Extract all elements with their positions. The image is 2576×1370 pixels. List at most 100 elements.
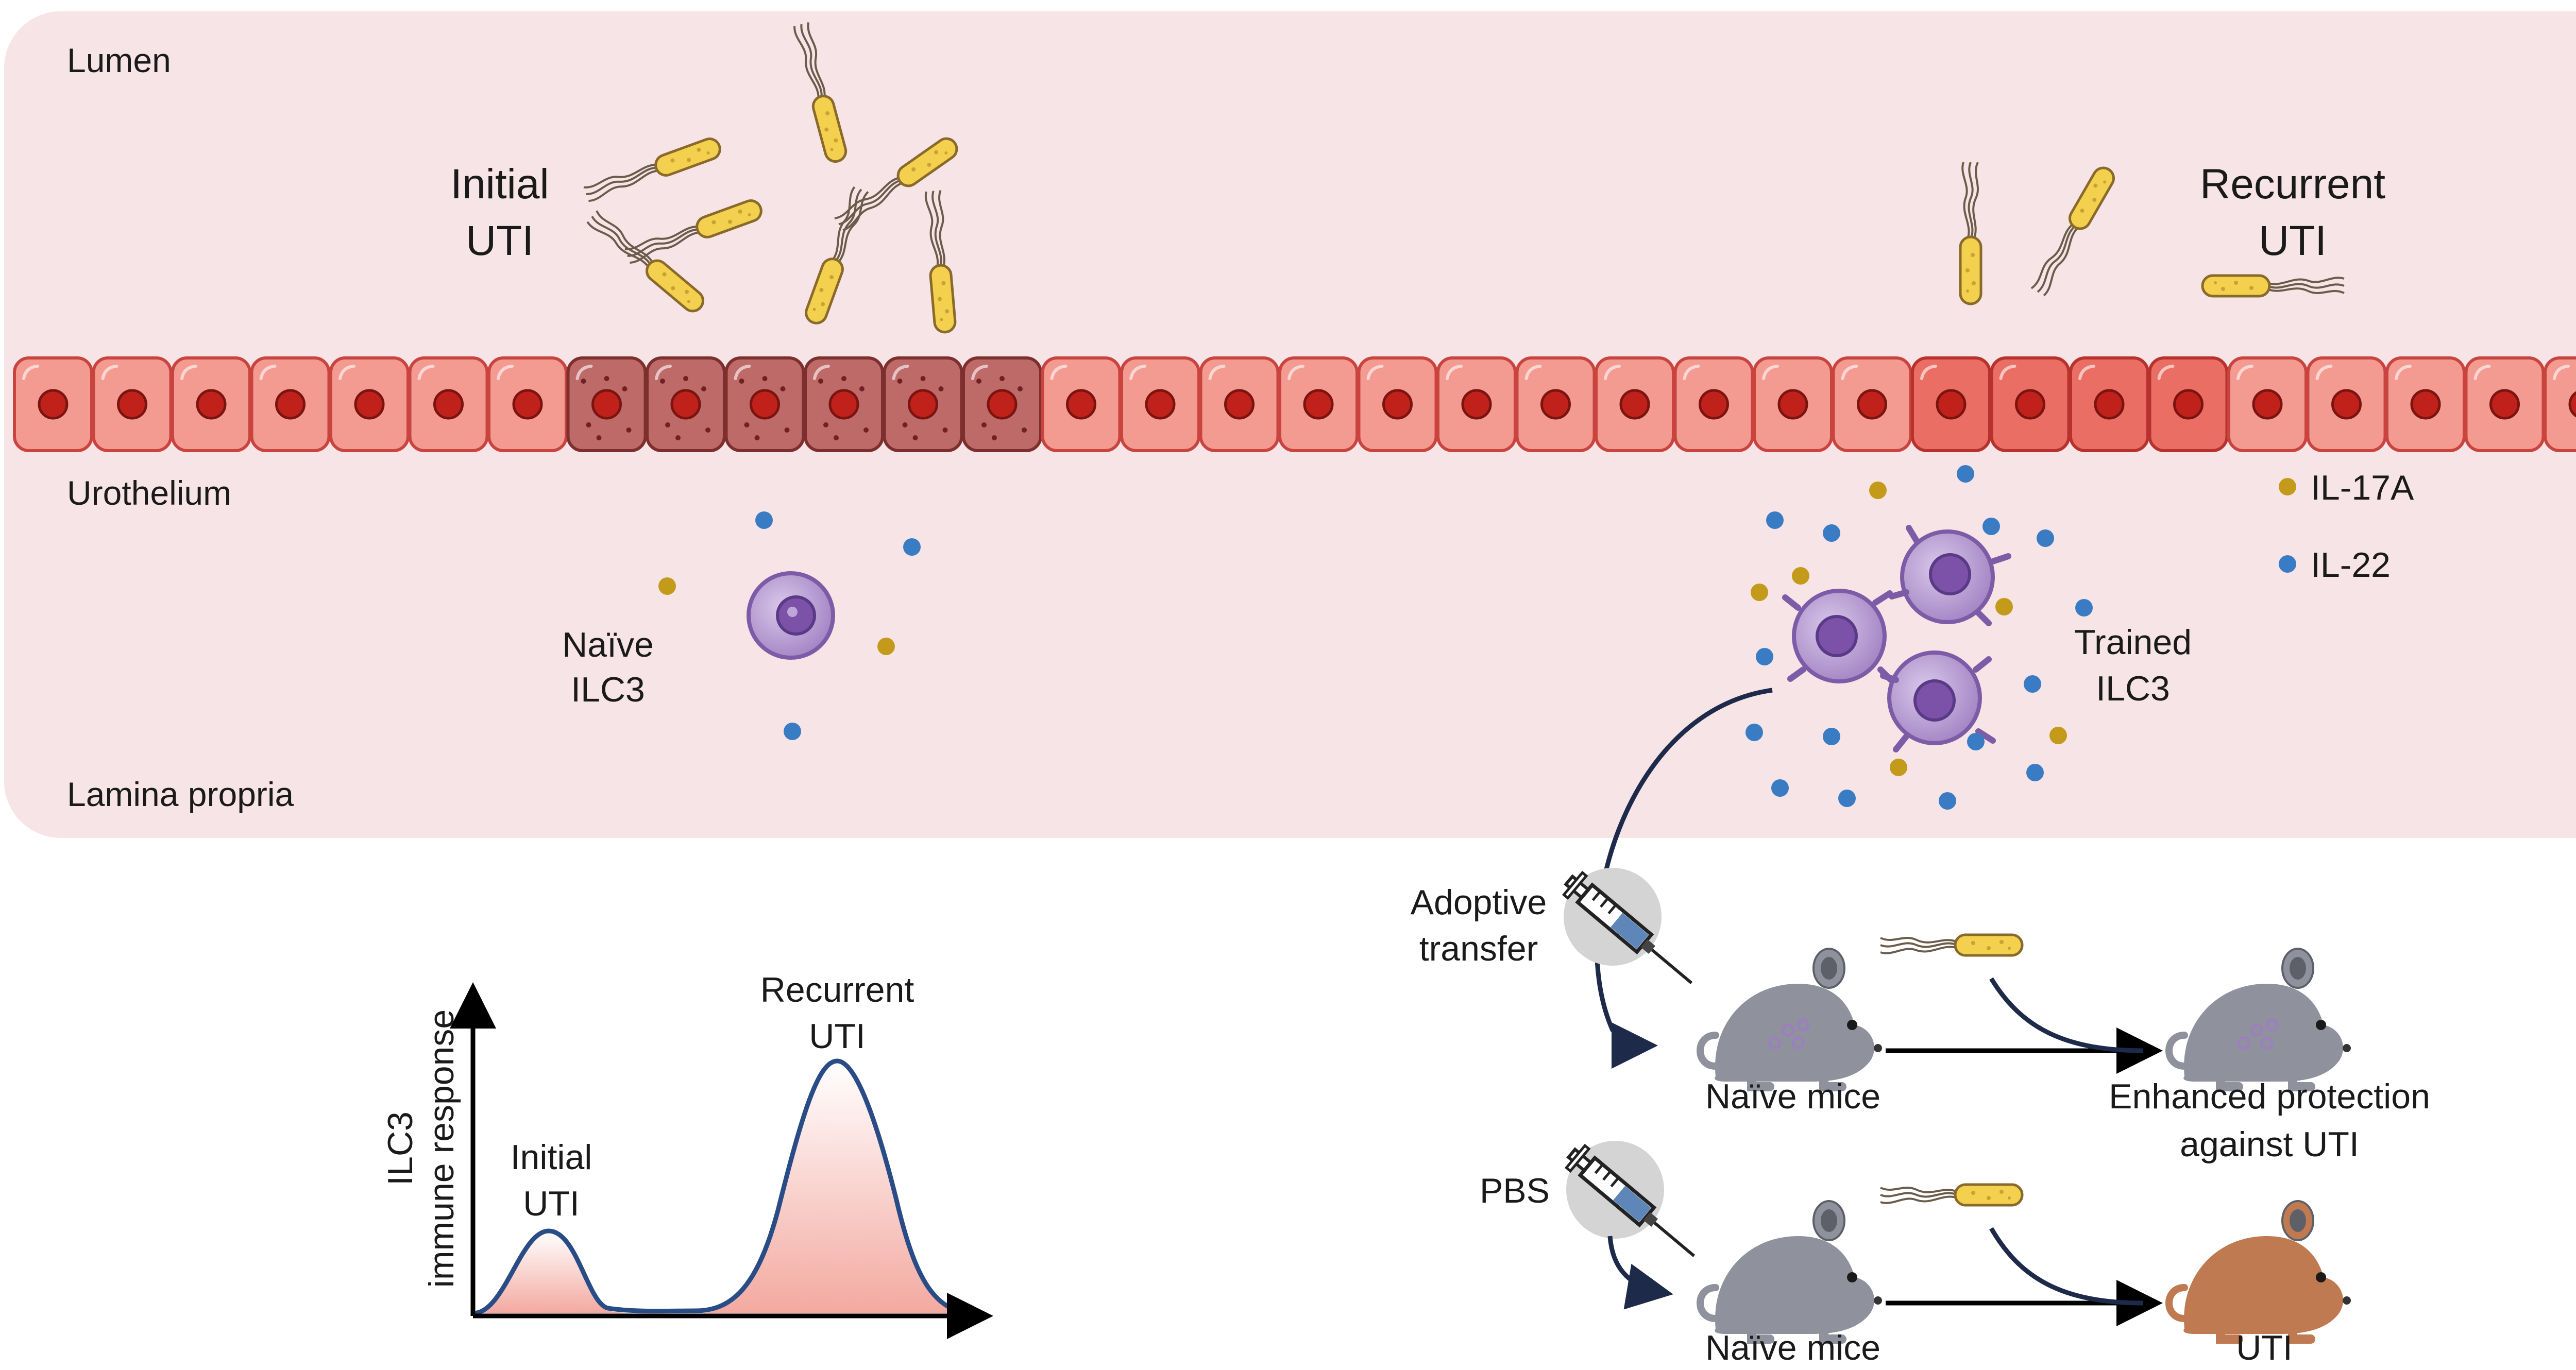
epithelial-cell [1041, 356, 1122, 452]
region-label-lamina-propria: Lamina propria [67, 775, 294, 813]
pbs-label: PBS [1480, 1171, 1550, 1210]
epithelial-cell [804, 356, 884, 452]
peak-initial-label-line2: UTI [523, 1184, 580, 1223]
outcome-uti-label: UTI [2236, 1328, 2293, 1367]
epithelial-cell [1911, 356, 1991, 452]
epithelial-cell [1595, 356, 1675, 452]
naive-ilc3-label: Naïve [562, 625, 654, 664]
epithelial-cell [1199, 356, 1280, 452]
naive-ilc3-cell [747, 571, 835, 660]
syringe-icon [1560, 868, 1701, 994]
epithelial-cell [408, 356, 489, 452]
peak-initial-label: Initial [511, 1138, 592, 1177]
recurrent-peak-fill [696, 1061, 979, 1313]
il22-dot [2024, 675, 2041, 693]
il22-dot [1745, 724, 1763, 741]
trained-ilc3-cell [1782, 589, 1894, 683]
epithelial-cell [92, 356, 173, 452]
syringe-icon [1563, 1141, 1703, 1267]
il22-dot [2075, 599, 2093, 616]
legend-swatch-il22 [2279, 555, 2296, 573]
response-curve [472, 1058, 979, 1317]
region-label-lumen: Lumen [67, 41, 171, 79]
bacterium [1880, 1185, 2022, 1205]
epithelial-cell [2306, 356, 2387, 452]
initial-uti-label-line2: UTI [466, 217, 534, 264]
legend-label-il22: IL-22 [2311, 545, 2391, 585]
il22-dot [1823, 524, 1840, 542]
naive-mouse-icon [1700, 949, 1882, 1087]
epithelial-cell [1515, 356, 1596, 452]
il17a-dot [658, 577, 676, 595]
il22-dot [1756, 648, 1773, 665]
epithelial-cell [171, 356, 251, 452]
peak-recurrent-label-line2: UTI [809, 1017, 866, 1056]
trained-ilc3-cell [1889, 525, 2011, 626]
il17a-dot [2049, 727, 2067, 744]
region-label-urothelium: Urothelium [67, 474, 231, 512]
protected-mouse-icon [2169, 949, 2351, 1087]
epithelial-cell [1120, 356, 1200, 452]
recurrent-uti-label: Recurrent [2200, 161, 2385, 208]
il22-dot [755, 511, 773, 529]
epithelial-cell [2069, 356, 2149, 452]
epithelial-cell [13, 356, 93, 452]
il22-dot [1939, 792, 1956, 810]
epithelial-cell [1673, 356, 1754, 452]
il22-dot [903, 538, 921, 556]
outcome-protection-label: Enhanced protection [2109, 1077, 2430, 1116]
infected-mouse-icon [2169, 1201, 2351, 1339]
legend-label-il17a: IL-17A [2311, 468, 2414, 507]
il17a-dot [1995, 598, 2013, 615]
il22-dot [1957, 465, 1974, 483]
il17a-dot [1869, 482, 1887, 499]
epithelial-cell [1990, 356, 2071, 452]
epithelial-cell [487, 356, 568, 452]
il17a-dot [1890, 759, 1907, 776]
epithelial-cell [1832, 356, 1912, 452]
outcome-protection-label-line2: against UTI [2180, 1125, 2359, 1164]
trained-ilc3-label: Trained [2074, 623, 2192, 662]
il22-dot [1967, 733, 1985, 750]
trained-ilc3-cell [1880, 650, 1996, 752]
epithelial-cell [250, 356, 331, 452]
legend-swatch-il17a [2279, 478, 2296, 495]
naive-mouse-icon [1700, 1201, 1882, 1339]
epithelial-cell [1357, 356, 1438, 452]
naive-mice-label: Naïve mice [1705, 1328, 1880, 1367]
epithelial-cell [2148, 356, 2229, 452]
epithelial-cell [2544, 356, 2576, 452]
epithelial-cell [1436, 356, 1517, 452]
initial-peak-fill [473, 1231, 670, 1314]
naive-ilc3-label-line2: ILC3 [571, 670, 645, 709]
pbs-arrow [1607, 1236, 1673, 1310]
il17a-dot [1751, 584, 1768, 601]
il17a-dot [877, 638, 895, 655]
initial-uti-label: Initial [450, 161, 549, 208]
trained-ilc3-label-line2: ILC3 [2096, 669, 2170, 708]
epithelial-cell [646, 356, 726, 452]
il22-dot [784, 723, 801, 740]
epithelial-cell [2464, 356, 2545, 452]
adoptive-transfer-label-line2: transfer [1419, 929, 1538, 968]
il22-dot [1838, 790, 1856, 807]
epithelial-cell [724, 356, 805, 452]
il22-dot [2026, 764, 2044, 781]
epithelial-cell [883, 356, 963, 452]
challenge-arrow [1989, 977, 2144, 1053]
epithelial-cell [329, 356, 410, 452]
epithelial-cell [1278, 356, 1359, 452]
recurrent-uti-label-line2: UTI [2259, 217, 2327, 264]
naive-mice-label: Naïve mice [1705, 1077, 1880, 1116]
epithelial-cell [2385, 356, 2466, 452]
epithelial-cell [566, 356, 647, 452]
il22-dot [1823, 728, 1840, 745]
peak-recurrent-label: Recurrent [760, 970, 914, 1009]
ilc3-response-graph: ILC3 immune response Initial UTI Recurre… [381, 970, 993, 1339]
il22-dot [1982, 518, 2000, 535]
il22-dot [1771, 779, 1789, 797]
epithelial-cell [2227, 356, 2308, 452]
adoptive-transfer-label: Adoptive [1411, 883, 1547, 922]
epithelial-cell [1753, 356, 1833, 452]
